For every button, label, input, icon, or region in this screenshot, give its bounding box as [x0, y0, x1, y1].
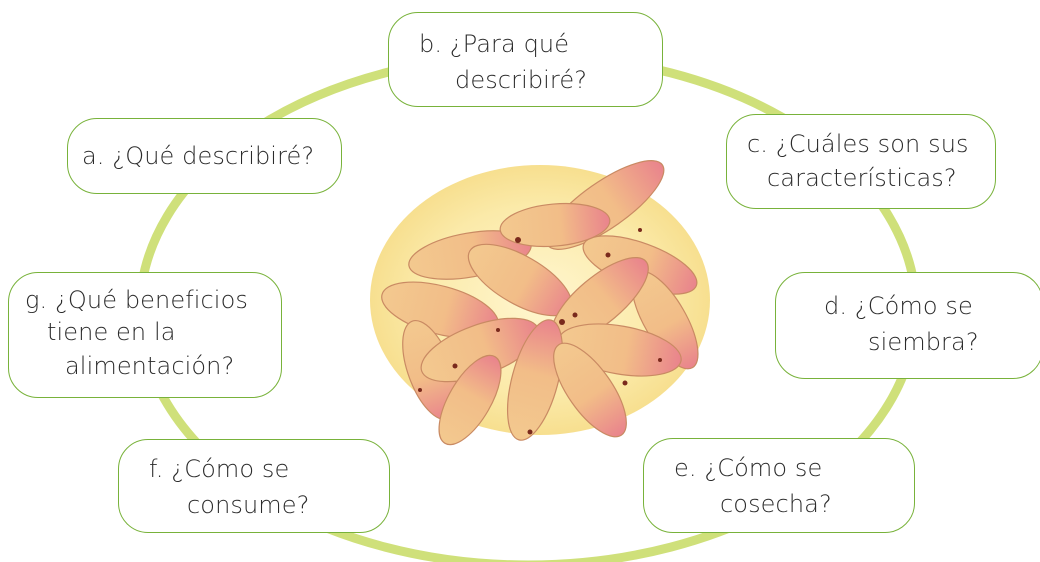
question-g-line2: tiene en la: [47, 318, 176, 346]
question-box-a: a. ¿Qué describiré?: [67, 118, 342, 194]
question-box-c: c. ¿Cuáles son sus características?: [726, 114, 996, 209]
question-box-d: d. ¿Cómo se siembra?: [775, 272, 1040, 379]
question-c-line2: características?: [767, 164, 957, 192]
question-b-line2: describiré?: [455, 66, 588, 94]
question-g-line1: g. ¿Qué beneficios: [25, 286, 248, 314]
question-f-line1: f. ¿Cómo se: [149, 455, 290, 483]
oca-tubers-illustration: [370, 160, 710, 446]
question-d-line2: siembra?: [868, 328, 979, 356]
question-box-e: e. ¿Cómo se cosecha?: [643, 438, 915, 533]
question-box-f: f. ¿Cómo se consume?: [118, 439, 390, 533]
question-e-line1: e. ¿Cómo se: [674, 454, 823, 482]
question-b-line1: b. ¿Para qué: [419, 30, 570, 58]
question-d-line1: d. ¿Cómo se: [824, 292, 973, 320]
question-a-text: a. ¿Qué describiré?: [82, 142, 315, 170]
question-g-line3: alimentación?: [65, 352, 235, 380]
question-e-line2: cosecha?: [720, 490, 832, 518]
question-box-g: g. ¿Qué beneficios tiene en la alimentac…: [8, 272, 282, 398]
question-c-line1: c. ¿Cuáles son sus: [747, 130, 969, 158]
question-box-b: b. ¿Para qué describiré?: [388, 12, 663, 107]
question-f-line2: consume?: [187, 491, 310, 519]
